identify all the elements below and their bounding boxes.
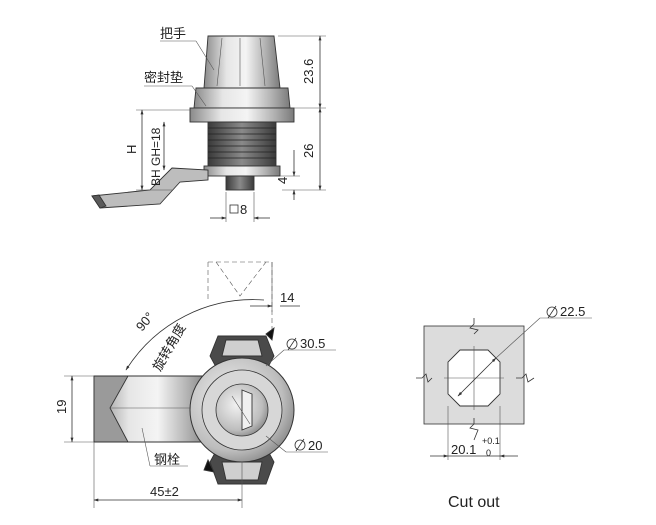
handle-shape — [203, 35, 281, 89]
front-view: 90° 旋转角度 14 30.5 20 — [54, 261, 336, 508]
dim-cam-offset: 4 — [275, 177, 290, 184]
label-rotation-angle: 旋转角度 — [150, 321, 190, 374]
dim-tol-lower: 0 — [486, 448, 491, 458]
dim-angle: 90° — [133, 309, 157, 334]
flange — [189, 107, 295, 123]
dim-cam-length: 45±2 — [150, 484, 179, 499]
label-steel-bolt: 钢栓 — [154, 453, 180, 468]
cutout-view: 22.5 20.1 +0.1 0 — [416, 304, 592, 460]
side-view: 把手 密封垫 23.6 26 4 H BH GH=18 8 — [91, 27, 326, 222]
dim-tol-upper: +0.1 — [482, 436, 500, 446]
threaded-body — [207, 121, 277, 167]
dim-body-height: 26 — [301, 144, 316, 158]
label-handle: 把手 — [160, 27, 186, 42]
dim-handle-height: 23.6 — [301, 59, 316, 84]
dim-body-dia: 20 — [308, 438, 322, 453]
dim-cam-width: 14 — [280, 290, 294, 305]
dim-square-drive: 8 — [240, 202, 247, 217]
label-seal-gasket: 密封垫 — [144, 70, 183, 86]
dim-bh-gh: BH GH=18 — [149, 127, 163, 186]
dim-cutout-dia: 22.5 — [560, 304, 585, 319]
cutout-caption: Cut out — [448, 494, 500, 511]
cam-arm — [91, 167, 209, 209]
dim-h: H — [124, 145, 139, 154]
dim-flange-dia: 30.5 — [300, 336, 325, 351]
dim-cam-height: 19 — [54, 400, 69, 414]
dim-cutout-width: 20.1 — [451, 442, 476, 457]
